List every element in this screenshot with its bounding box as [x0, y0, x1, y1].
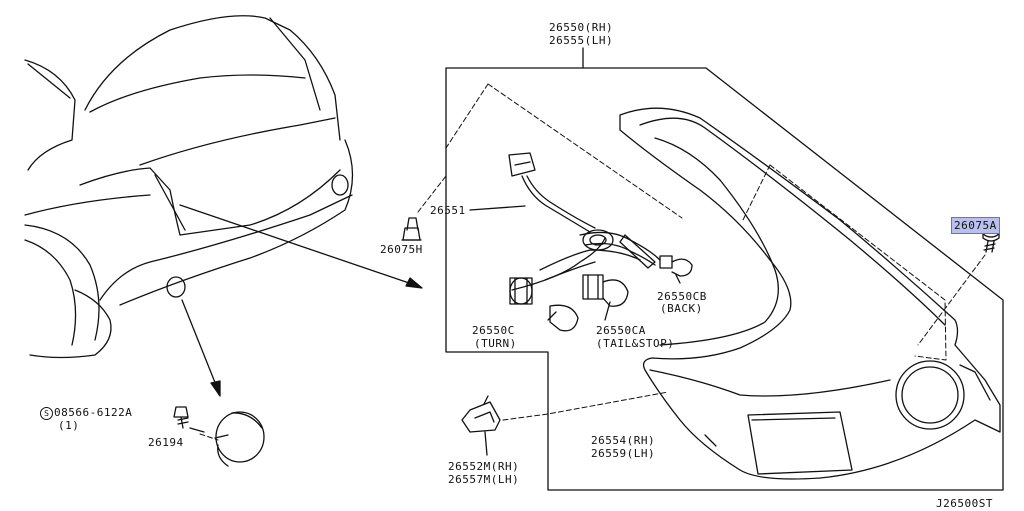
bulb-back-name-label: (BACK) [660, 302, 703, 315]
reflector [215, 411, 265, 467]
body-lh-label: 26559(LH) [591, 447, 656, 460]
bulb-back [659, 255, 693, 277]
socket-rh-label: 26552M(RH) [448, 460, 520, 473]
bulb-turn-name-label: (TURN) [474, 337, 517, 350]
leader-lines [189, 47, 717, 456]
pointer-arrows [179, 204, 423, 397]
screw-label-highlight[interactable]: 26075A [951, 217, 1000, 234]
bulb-tail-name-label: (TAIL&STOP) [596, 337, 675, 350]
diagram-id: J26500ST [936, 497, 993, 510]
bolt-qty-label: (1) [58, 419, 80, 432]
bulb-back-part-label: 26550CB [657, 290, 707, 303]
assembly-frame [445, 67, 1004, 491]
bolt-s-symbol: S [40, 406, 53, 420]
bulb-turn [509, 277, 579, 332]
bolt [173, 406, 189, 429]
clip-label: 26075H [380, 243, 423, 256]
assy-lh-label: 26555(LH) [549, 34, 614, 47]
vehicle-rear-view [24, 15, 354, 359]
socket-lh-label: 26557M(LH) [448, 473, 520, 486]
bolt-part-label: 08566-6122A [54, 406, 133, 419]
dashed-guides [199, 83, 986, 441]
socket [461, 395, 501, 433]
lamp-housing [619, 107, 1001, 480]
harness [508, 152, 661, 291]
bulb-tail-part-label: 26550CA [596, 324, 646, 337]
bulb-turn-part-label: 26550C [472, 324, 515, 337]
clip [401, 217, 422, 241]
bulb-tail-stop [582, 274, 629, 307]
body-rh-label: 26554(RH) [591, 434, 656, 447]
screw [982, 226, 1000, 253]
reflector-label: 26194 [148, 436, 184, 449]
harness-label: 26551 [430, 204, 466, 217]
assy-rh-label: 26550(RH) [549, 21, 614, 34]
